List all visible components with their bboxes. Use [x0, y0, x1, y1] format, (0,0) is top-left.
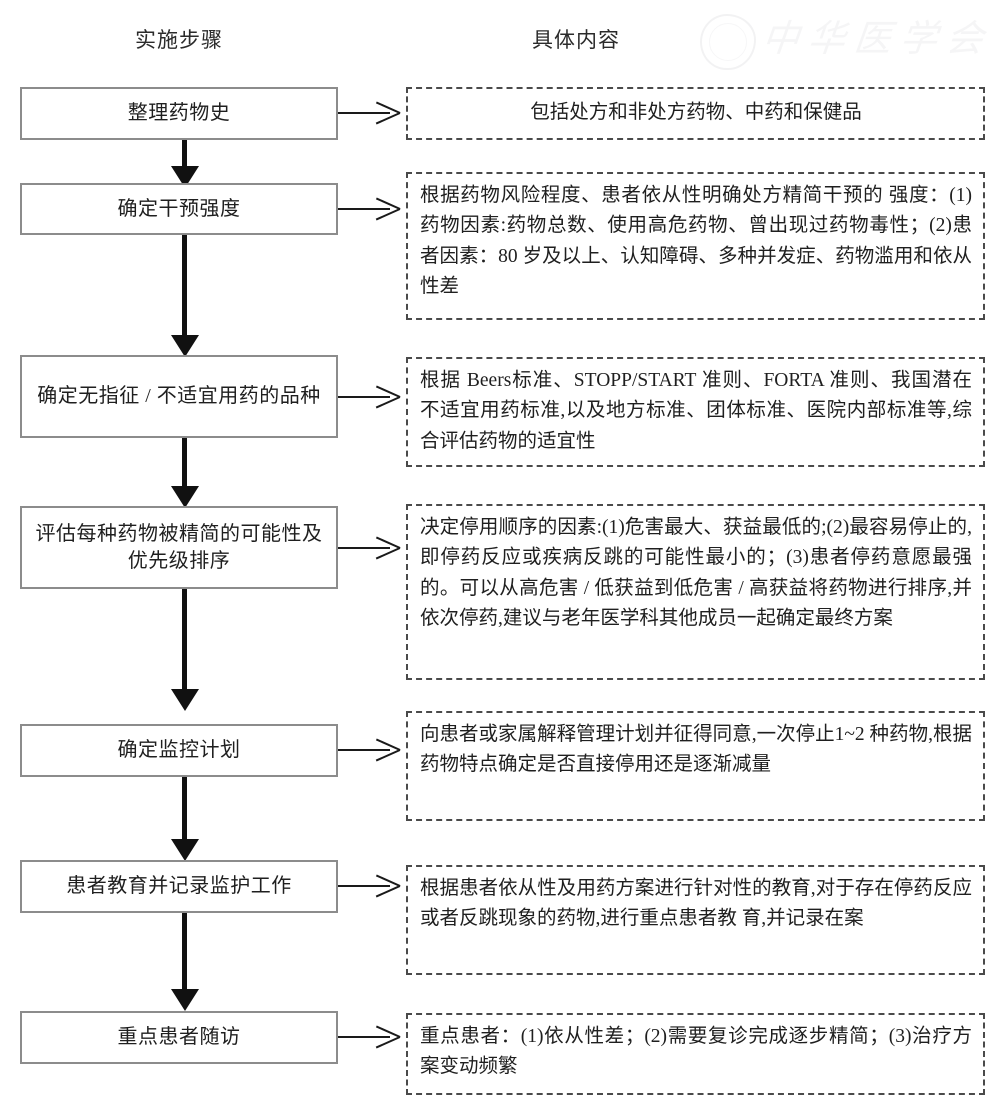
arrow-line — [338, 1036, 390, 1038]
detail-text: 向患者或家属解释管理计划并征得同意,一次停止1~2 种药物,根据药物特点确定是否… — [420, 724, 972, 776]
arrow-head-icon — [171, 689, 199, 711]
arrow-stem — [182, 235, 187, 339]
arrow-stem — [182, 913, 187, 993]
column-header-steps: 实施步骤 — [135, 28, 223, 52]
arrow-line — [338, 749, 390, 751]
detail-box-3: 根据 Beers标准、STOPP/START 准则、FORTA 准则、我国潜在不… — [406, 357, 985, 467]
arrow-head-icon — [374, 197, 401, 221]
detail-text: 根据患者依从性及用药方案进行针对性的教育,对于存在停药反应或者反跳现象的药物,进… — [420, 878, 972, 930]
arrow-down-1 — [171, 140, 199, 188]
arrow-head-icon — [374, 1025, 401, 1049]
arrow-down-2 — [171, 235, 199, 357]
arrow-step-to-detail-2 — [338, 197, 408, 221]
arrow-head-icon — [171, 839, 199, 861]
detail-text: 根据 Beers标准、STOPP/START 准则、FORTA 准则、我国潜在不… — [420, 370, 972, 452]
arrow-step-to-detail-5 — [338, 738, 408, 762]
detail-text: 包括处方和非处方药物、中药和保健品 — [530, 102, 862, 124]
arrow-line — [338, 112, 390, 114]
step-box-7[interactable]: 重点患者随访 — [20, 1011, 338, 1064]
arrow-step-to-detail-3 — [338, 385, 408, 409]
step-box-6[interactable]: 患者教育并记录监护工作 — [20, 860, 338, 913]
arrow-head-icon — [374, 874, 401, 898]
arrow-head-icon — [171, 989, 199, 1011]
step-label: 重点患者随访 — [117, 1026, 241, 1048]
arrow-stem — [182, 589, 187, 693]
arrow-head-icon — [374, 738, 401, 762]
arrow-head-icon — [171, 166, 199, 188]
arrow-down-3 — [171, 438, 199, 508]
step-label: 确定无指征 / 不适宜用药的品种 — [37, 385, 321, 407]
arrow-line — [338, 885, 390, 887]
arrow-line — [338, 396, 390, 398]
detail-text: 决定停用顺序的因素:(1)危害最大、获益最低的;(2)最容易停止的,即停药反应或… — [420, 517, 972, 630]
detail-box-7: 重点患者：(1)依从性差；(2)需要复诊完成逐步精简；(3)治疗方案变动频繁 — [406, 1013, 985, 1095]
arrow-stem — [182, 777, 187, 843]
arrow-head-icon — [374, 536, 401, 560]
step-label: 确定监控计划 — [117, 739, 241, 761]
detail-text: 重点患者：(1)依从性差；(2)需要复诊完成逐步精简；(3)治疗方案变动频繁 — [420, 1026, 972, 1078]
arrow-head-icon — [374, 385, 401, 409]
arrow-stem — [182, 140, 187, 170]
column-header-content: 具体内容 — [532, 28, 620, 52]
step-box-3[interactable]: 确定无指征 / 不适宜用药的品种 — [20, 355, 338, 438]
step-label: 患者教育并记录监护工作 — [66, 875, 292, 897]
arrow-down-6 — [171, 913, 199, 1011]
detail-box-5: 向患者或家属解释管理计划并征得同意,一次停止1~2 种药物,根据药物特点确定是否… — [406, 711, 985, 821]
step-label: 评估每种药物被精简的可能性及优先级排序 — [35, 522, 323, 572]
detail-box-2: 根据药物风险程度、患者依从性明确处方精简干预的 强度：(1)药物因素:药物总数、… — [406, 172, 985, 320]
step-box-4[interactable]: 评估每种药物被精简的可能性及优先级排序 — [20, 506, 338, 589]
arrow-down-4 — [171, 589, 199, 711]
arrow-down-5 — [171, 777, 199, 861]
detail-box-4: 决定停用顺序的因素:(1)危害最大、获益最低的;(2)最容易停止的,即停药反应或… — [406, 504, 985, 680]
arrow-step-to-detail-1 — [338, 101, 408, 125]
arrow-head-icon — [374, 101, 401, 125]
arrow-line — [338, 547, 390, 549]
arrow-stem — [182, 438, 187, 490]
arrow-step-to-detail-7 — [338, 1025, 408, 1049]
arrow-head-icon — [171, 335, 199, 357]
detail-box-6: 根据患者依从性及用药方案进行针对性的教育,对于存在停药反应或者反跳现象的药物,进… — [406, 865, 985, 975]
arrow-step-to-detail-6 — [338, 874, 408, 898]
arrow-step-to-detail-4 — [338, 536, 408, 560]
detail-box-1: 包括处方和非处方药物、中药和保健品 — [406, 87, 985, 140]
step-box-2[interactable]: 确定干预强度 — [20, 183, 338, 235]
step-label: 确定干预强度 — [117, 197, 241, 220]
step-label: 整理药物史 — [127, 102, 231, 124]
arrow-line — [338, 208, 390, 210]
arrow-head-icon — [171, 486, 199, 508]
step-box-1[interactable]: 整理药物史 — [20, 87, 338, 140]
watermark-text: 中华医学会 — [759, 19, 995, 60]
detail-text: 根据药物风险程度、患者依从性明确处方精简干预的 强度：(1)药物因素:药物总数、… — [420, 185, 972, 298]
step-box-5[interactable]: 确定监控计划 — [20, 724, 338, 777]
